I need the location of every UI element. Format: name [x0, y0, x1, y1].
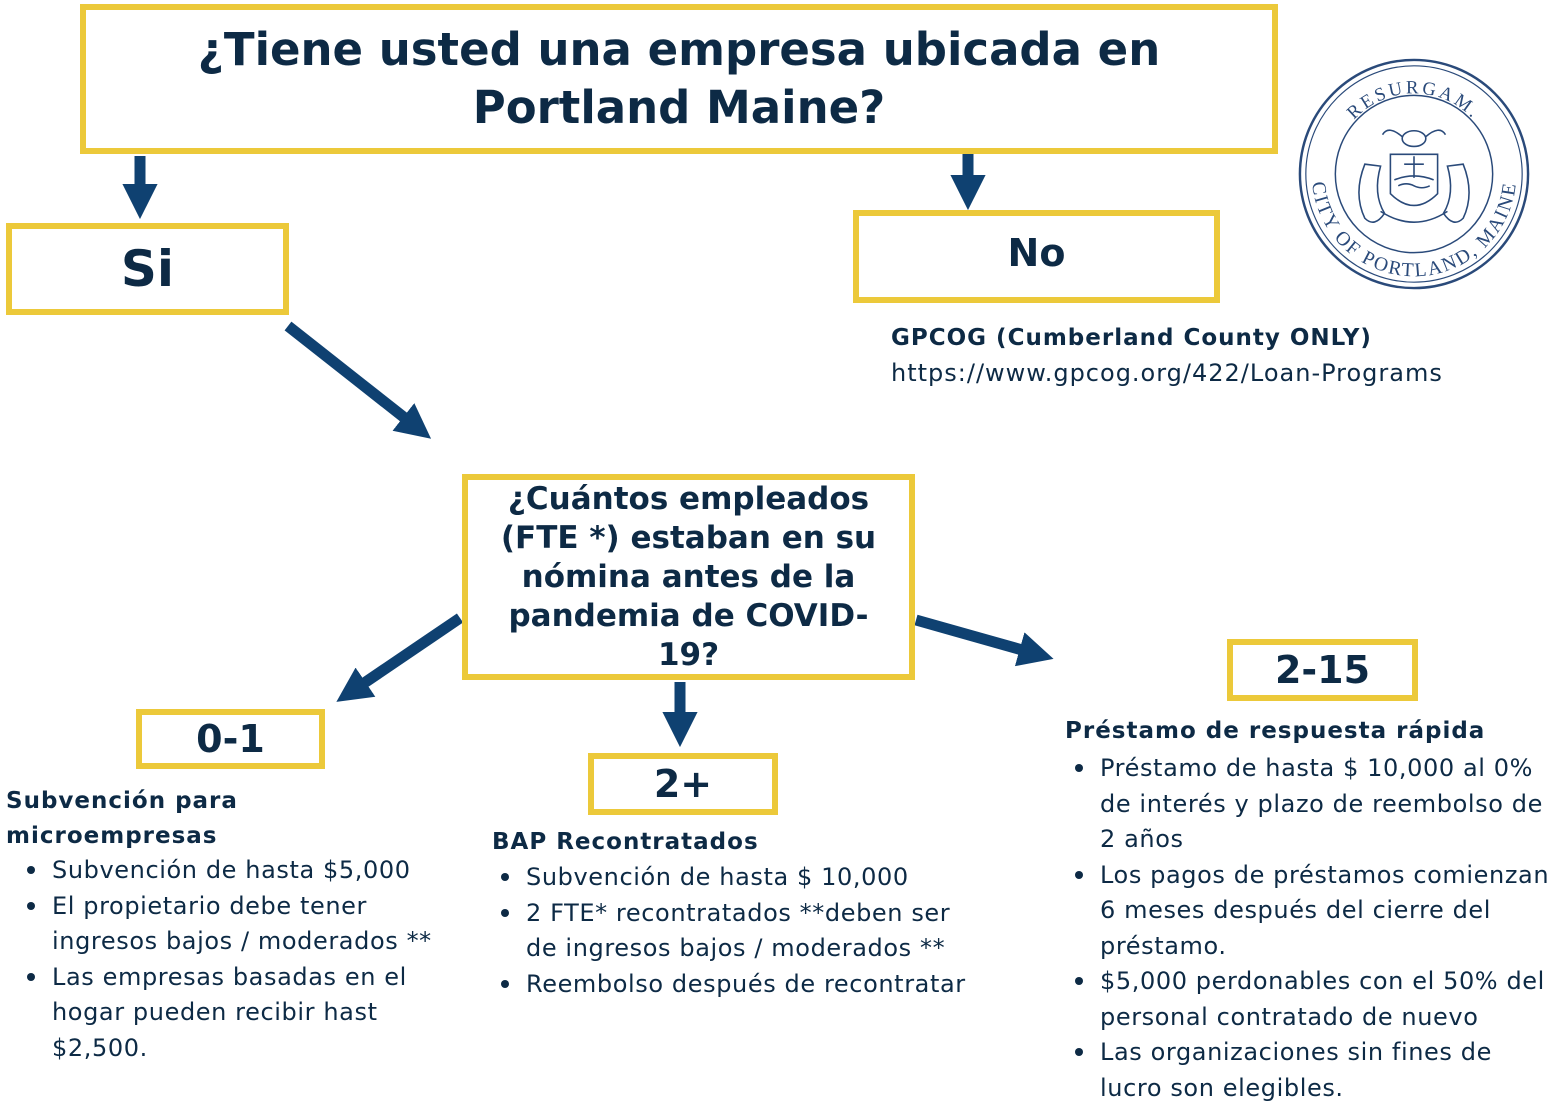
- arrow-employees-to-0-1: [336, 613, 464, 702]
- list-item: Las organizaciones sin fines de lucro so…: [1075, 1035, 1552, 1106]
- yes-label: Si: [120, 240, 175, 298]
- no-box: No: [853, 210, 1220, 303]
- list-item: Reembolso después de recontratar: [501, 967, 976, 1003]
- rapid-loan-title: Préstamo de respuesta rápida: [1065, 718, 1486, 744]
- employees-question-text: ¿Cuántos empleados (FTE *) estaban en su…: [500, 480, 877, 673]
- range-label-0-1: 0-1: [196, 717, 265, 761]
- list-item: $5,000 perdonables con el 50% del person…: [1075, 964, 1552, 1035]
- main-question-box: ¿Tiene usted una empresa ubicada en Port…: [80, 4, 1278, 154]
- svg-text:RESURGAM.: RESURGAM.: [1343, 77, 1485, 123]
- yes-box: Si: [6, 223, 289, 315]
- city-seal-logo: RESURGAM. CITY OF PORTLAND, MAINE: [1298, 58, 1530, 290]
- arrow-si-to-employees: [284, 321, 432, 439]
- list-item: Subvención de hasta $5,000: [27, 853, 452, 889]
- no-branch-url[interactable]: https://www.gpcog.org/422/Loan-Programs: [891, 359, 1443, 387]
- list-item: Subvención de hasta $ 10,000: [501, 860, 976, 896]
- list-item: El propietario debe tener ingresos bajos…: [27, 889, 452, 960]
- range-label-2-15: 2-15: [1274, 648, 1371, 692]
- microgrant-bullets: Subvención de hasta $5,000 El propietari…: [26, 853, 452, 1066]
- list-item: Las empresas basadas en el hogar pueden …: [27, 960, 452, 1067]
- main-question-text: ¿Tiene usted una empresa ubicada en Port…: [197, 23, 1161, 134]
- no-label: No: [1007, 230, 1066, 275]
- bap-bullets: Subvención de hasta $ 10,000 2 FTE* reco…: [500, 860, 976, 1002]
- range-box-2-15: 2-15: [1227, 639, 1418, 701]
- range-box-2plus: 2+: [588, 753, 778, 815]
- range-label-2plus: 2+: [653, 762, 713, 806]
- rapid-loan-bullets: Préstamo de hasta $ 10,000 al 0% de inte…: [1074, 751, 1552, 1106]
- list-item: Préstamo de hasta $ 10,000 al 0% de inte…: [1075, 751, 1552, 858]
- list-item: 2 FTE* recontratados **deben ser de ingr…: [501, 896, 976, 967]
- no-branch-heading: GPCOG (Cumberland County ONLY): [891, 325, 1372, 351]
- arrow-employees-to-2-15: [914, 614, 1054, 667]
- microgrant-title: Subvención para microempresas: [6, 788, 238, 849]
- bap-title: BAP Recontratados: [492, 829, 759, 855]
- range-box-0-1: 0-1: [136, 709, 325, 769]
- list-item: Los pagos de préstamos comienzan 6 meses…: [1075, 858, 1552, 965]
- employees-question-box: ¿Cuántos empleados (FTE *) estaban en su…: [462, 474, 915, 680]
